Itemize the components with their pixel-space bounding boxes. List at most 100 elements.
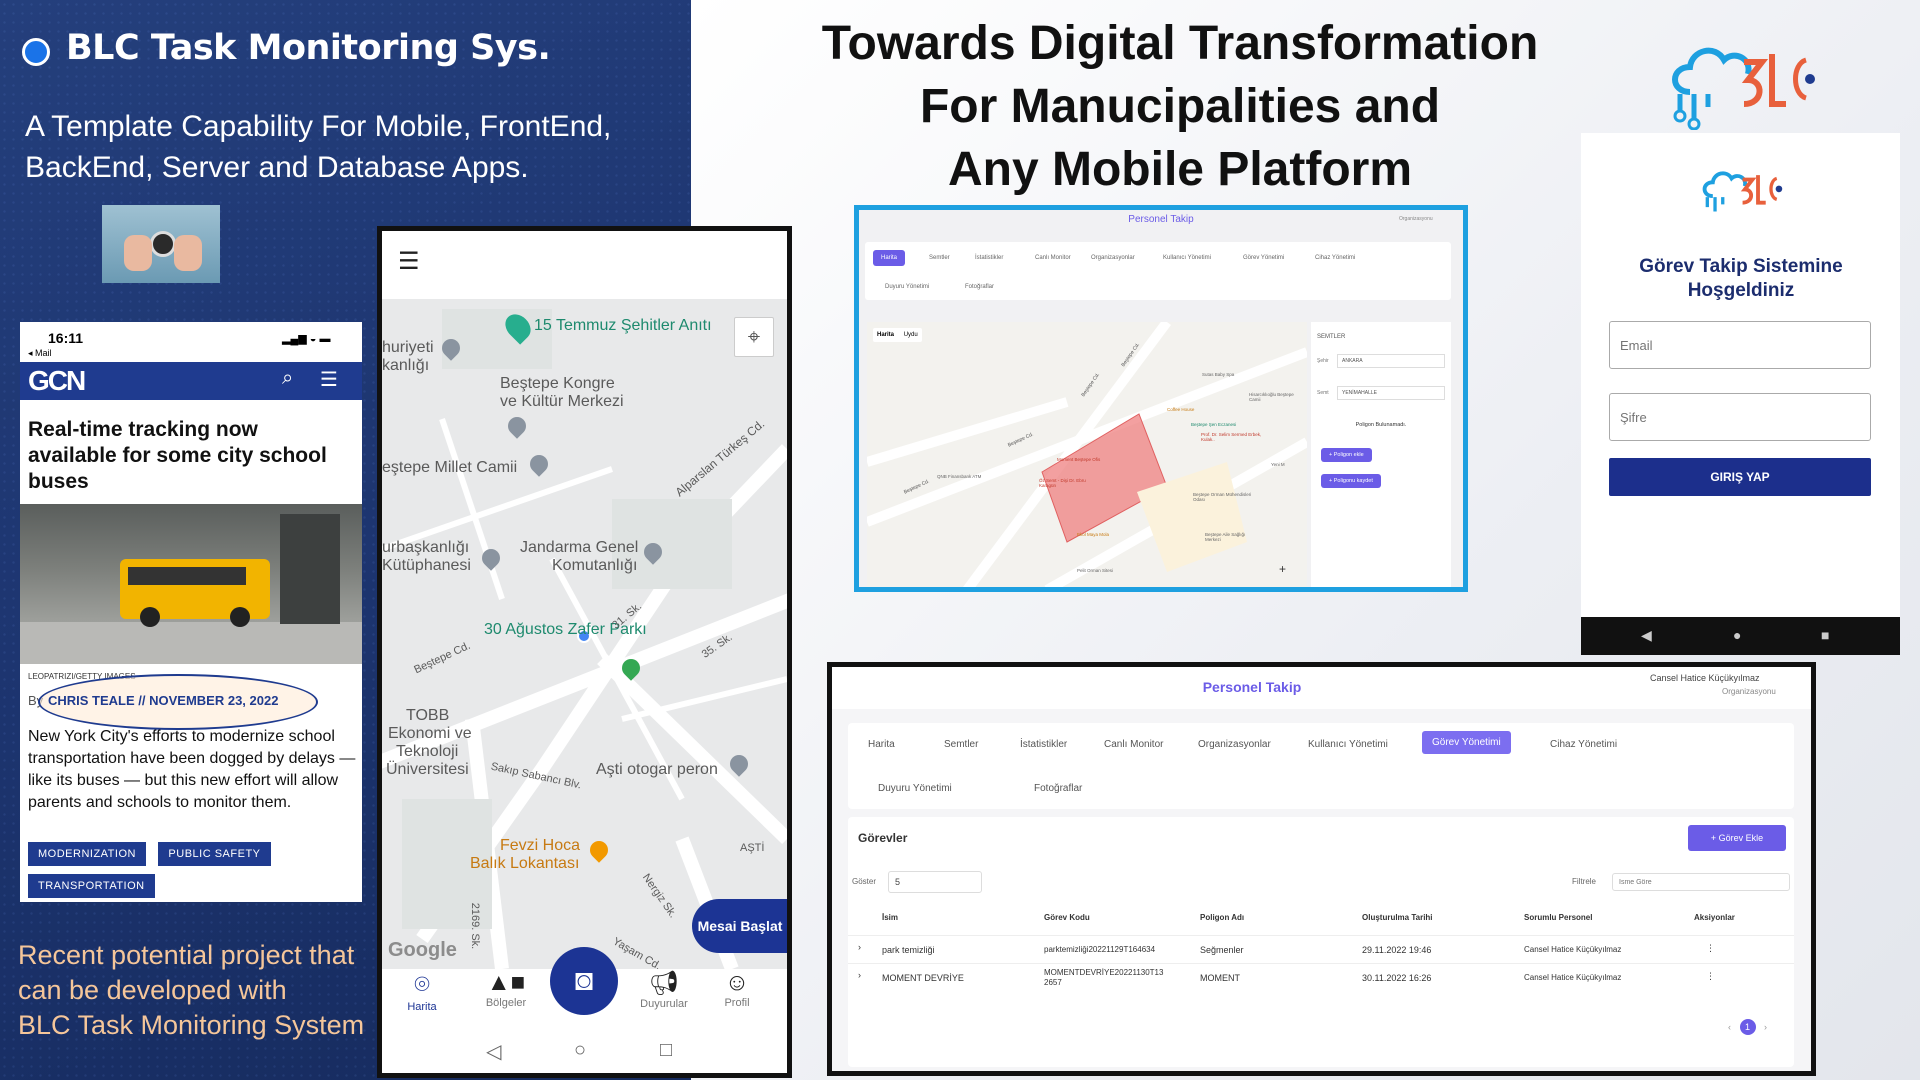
nav-label: Profil xyxy=(724,997,750,1009)
home-icon[interactable]: ● xyxy=(1733,627,1742,643)
tab-canli-monitor[interactable]: Canlı Monitor xyxy=(1035,255,1071,261)
expand-row-icon[interactable]: › xyxy=(858,942,861,952)
article-headline[interactable]: Real-time tracking now available for som… xyxy=(28,418,327,493)
row-actions-icon[interactable]: ⋮ xyxy=(1706,943,1715,953)
current-page[interactable]: 1 xyxy=(1739,1019,1756,1035)
tab-kullanici-yonetimi[interactable]: Kullanıcı Yönetimi xyxy=(1308,739,1388,750)
nav-item-bolgeler[interactable]: ▲■ Bölgeler xyxy=(476,969,536,1009)
tab-duyuru-yonetimi[interactable]: Duyuru Yönetimi xyxy=(885,284,930,290)
tab-fotograflar[interactable]: Fotoğraflar xyxy=(965,284,995,290)
tab-organizasyonlar[interactable]: Organizasyonlar xyxy=(1091,255,1135,261)
recents-icon[interactable]: □ xyxy=(660,1039,673,1061)
table-row[interactable]: › park temizliği parktemizliği20221129T1… xyxy=(848,935,1794,963)
hamburger-menu-icon[interactable]: ☰ xyxy=(398,248,420,275)
tab-gorev-yonetimi[interactable]: Görev Yönetimi xyxy=(1243,255,1285,261)
tab-canli-monitor[interactable]: Canlı Monitor xyxy=(1104,739,1164,750)
column-header[interactable]: Görev Kodu xyxy=(1044,913,1090,922)
map-label: ve Kültür Merkezi xyxy=(500,393,624,410)
footer-line: BLC Task Monitoring System xyxy=(18,1010,365,1040)
sehir-select[interactable]: ANKARA xyxy=(1337,354,1445,368)
google-logo: Google xyxy=(388,939,457,961)
nav-label: Duyurular xyxy=(640,998,688,1010)
cell-date: 29.11.2022 19:46 xyxy=(1362,945,1432,955)
tag-chip[interactable]: MODERNIZATION xyxy=(28,842,146,866)
nav-item-harita[interactable]: ⌾ Harita xyxy=(400,969,444,1013)
tab-cihaz-yonetimi[interactable]: Cihaz Yönetimi xyxy=(1315,255,1356,261)
column-header[interactable]: Oluşturulma Tarihi xyxy=(1362,913,1433,922)
row-actions-icon[interactable]: ⋮ xyxy=(1706,971,1715,981)
system-subtitle: A Template Capability For Mobile, FrontE… xyxy=(25,110,612,184)
poi-label: Coffee House xyxy=(1167,407,1195,412)
tab-organizasyonlar[interactable]: Organizasyonlar xyxy=(1198,739,1271,750)
blc-login-logo xyxy=(1702,171,1783,212)
map-type-uydu[interactable]: Uydu xyxy=(903,332,918,338)
tab-gorev-yonetimi[interactable]: Görev Yönetimi xyxy=(1422,731,1511,754)
camera-button[interactable]: ◙ xyxy=(550,947,618,1015)
cell-polygon: Seğmenler xyxy=(1200,945,1244,955)
filter-input[interactable] xyxy=(1612,873,1790,891)
table-row[interactable]: › MOMENT DEVRİYE MOMENTDEVRİYE20221130T1… xyxy=(848,963,1794,995)
column-header[interactable]: Poligon Adı xyxy=(1200,913,1245,922)
save-polygon-button[interactable]: + Poligonu kaydet xyxy=(1321,474,1381,488)
tab-harita[interactable]: Harita xyxy=(873,250,906,266)
menu-icon[interactable]: ☰ xyxy=(320,369,338,391)
search-icon[interactable]: ⌕ xyxy=(282,367,294,389)
back-icon[interactable]: ◁ xyxy=(486,1041,502,1063)
login-welcome: Görev Takip Sistemine Hoşgeldiniz xyxy=(1639,256,1843,301)
column-header[interactable]: Aksiyonlar xyxy=(1694,913,1735,922)
tab-duyuru-yonetimi[interactable]: Duyuru Yönetimi xyxy=(878,783,952,794)
user-name[interactable]: Cansel Hatice Küçükyılmaz xyxy=(1650,673,1760,683)
next-page-icon[interactable]: › xyxy=(1764,1022,1768,1032)
nav-item-profil[interactable]: ☺ Profil xyxy=(712,969,762,1009)
home-icon[interactable]: ○ xyxy=(574,1039,587,1061)
tab-fotograflar[interactable]: Fotoğraflar xyxy=(1034,783,1083,794)
map-type-harita[interactable]: Harita xyxy=(877,332,895,338)
page-size-select[interactable]: 5 xyxy=(888,871,982,893)
add-polygon-button[interactable]: + Poligon ekle xyxy=(1321,448,1372,462)
column-header[interactable]: Sorumlu Personel xyxy=(1524,913,1593,922)
poi-label: Yeni M xyxy=(1271,462,1285,467)
email-field[interactable] xyxy=(1609,321,1871,369)
web-map-canvas[interactable]: Harita Uydu Beştepe Cd. Beştepe Cd. Beşt… xyxy=(867,322,1307,587)
password-field[interactable] xyxy=(1609,393,1871,441)
column-header[interactable]: İsim xyxy=(882,913,899,922)
tab-harita[interactable]: Harita xyxy=(868,739,895,750)
photo-credit: LEOPATRIZI/GETTY IMAGES xyxy=(28,672,136,681)
tab-semtler[interactable]: Semtler xyxy=(944,739,979,750)
gcn-logo[interactable]: GCN xyxy=(28,365,86,396)
byline: CHRIS TEALE // NOVEMBER 23, 2022 xyxy=(48,693,279,708)
cell-personnel: Cansel Hatice Küçükyılmaz xyxy=(1524,973,1622,982)
add-task-button[interactable]: + Görev Ekle xyxy=(1688,825,1786,851)
login-button[interactable]: GIRIŞ YAP xyxy=(1609,458,1871,496)
recents-icon[interactable]: ■ xyxy=(1821,627,1830,643)
app-bar: ☰ xyxy=(382,231,787,299)
map-view[interactable]: ⌖ 15 Temmuz Şehitler Anıtı huriyeti kanl… xyxy=(382,299,787,969)
tab-kullanici-yonetimi[interactable]: Kullanıcı Yönetimi xyxy=(1163,255,1211,261)
news-phone-screenshot: 16:11 ◂ Mail ▂▄▆ ◒ ▬ GCN ⌕ ☰ Real-time t… xyxy=(20,322,362,902)
tab-cihaz-yonetimi[interactable]: Cihaz Yönetimi xyxy=(1550,739,1618,750)
tab-istatistikler[interactable]: İstatistikler xyxy=(1020,739,1068,750)
tag-chip[interactable]: PUBLIC SAFETY xyxy=(158,842,271,866)
cell-name: park temizliği xyxy=(882,945,935,955)
map-type-toggle: Harita Uydu xyxy=(873,328,922,342)
school-bus xyxy=(120,559,270,627)
back-mail-link[interactable]: ◂ Mail xyxy=(28,348,52,358)
prev-page-icon[interactable]: ‹ xyxy=(1728,1022,1731,1032)
expand-row-icon[interactable]: › xyxy=(858,970,861,980)
my-location-button[interactable]: ⌖ xyxy=(734,317,774,357)
mesai-baslat-button[interactable]: Mesai Başlat xyxy=(692,899,787,953)
cell-name: MOMENT DEVRİYE xyxy=(882,973,964,983)
semt-select[interactable]: YENİMAHALLE xyxy=(1337,386,1445,400)
web-tabs: Harita Semtler İstatistikler Canlı Monit… xyxy=(865,242,1451,300)
zoom-in-icon[interactable]: + xyxy=(1279,562,1287,576)
poi-label: Moment Beştepe Ofis xyxy=(1057,457,1101,462)
nav-item-duyurular[interactable]: 📢︎ Duyurular xyxy=(634,969,694,1010)
tab-istatistikler[interactable]: İstatistikler xyxy=(975,255,1004,261)
tag-chip[interactable]: TRANSPORTATION xyxy=(28,874,155,898)
map-label: kanlığı xyxy=(382,357,430,374)
school-bus-photo xyxy=(20,504,362,664)
tab-semtler[interactable]: Semtler xyxy=(929,255,950,261)
headline: Towards Digital Transformation For Manuc… xyxy=(790,12,1570,201)
table-header: İsim Görev Kodu Poligon Adı Oluşturulma … xyxy=(848,909,1794,929)
back-icon[interactable]: ◀ xyxy=(1641,627,1652,643)
